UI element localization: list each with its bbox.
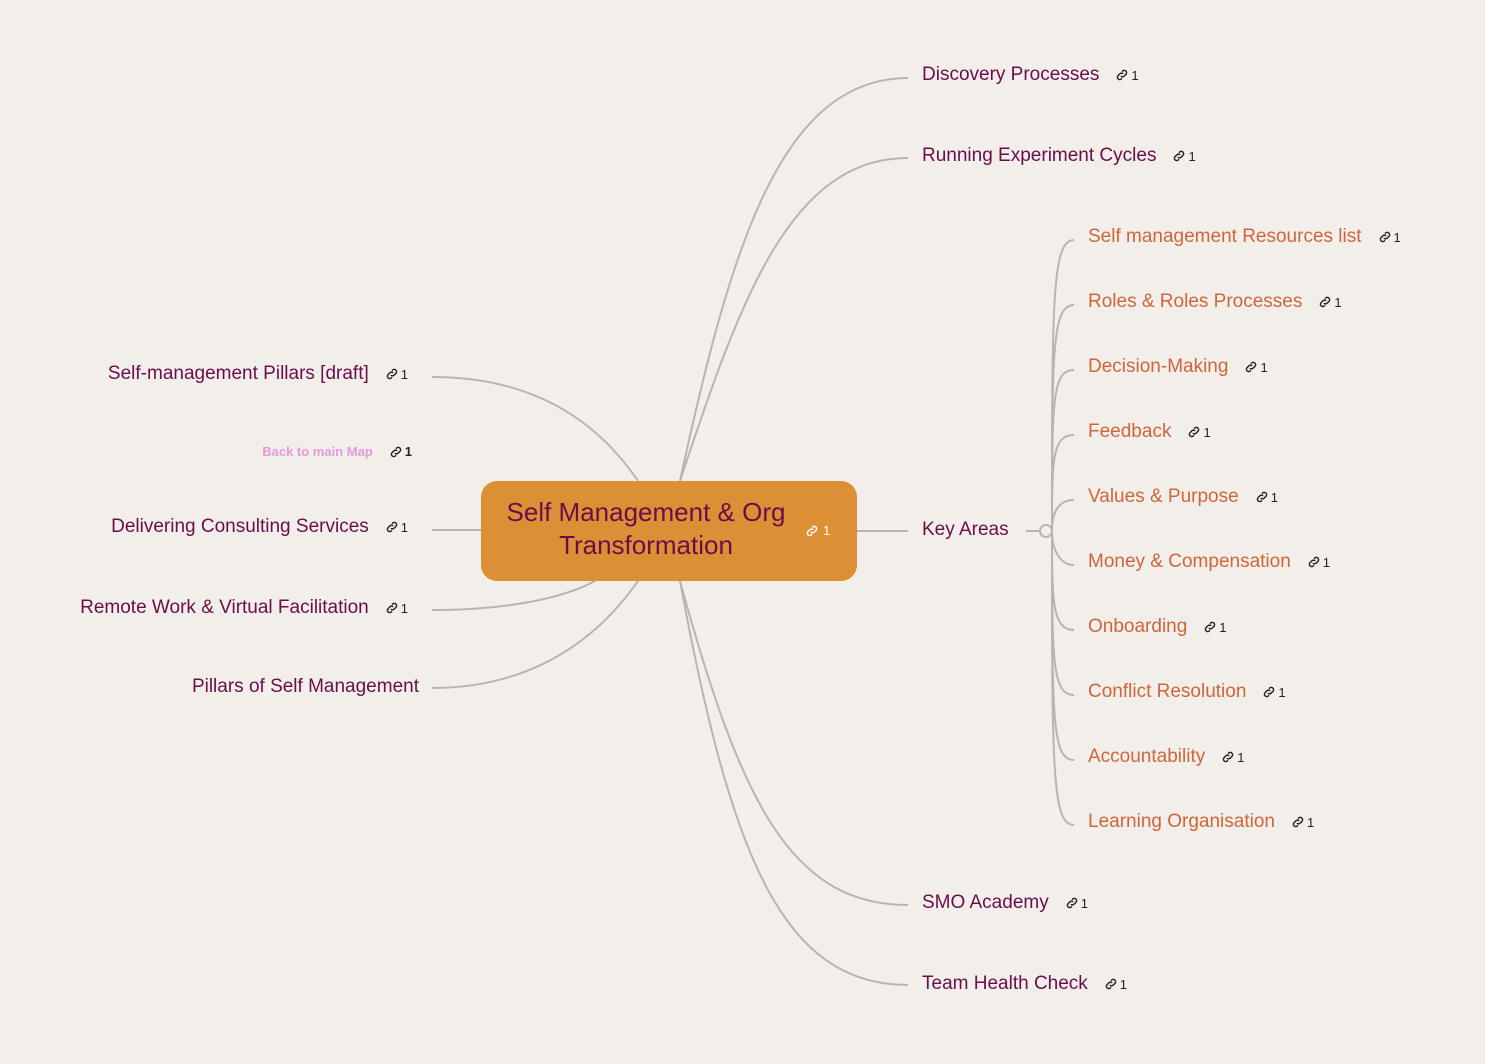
node-values-purpose[interactable]: Values & Purpose 1	[1088, 486, 1278, 507]
link-badge[interactable]: 1	[1291, 815, 1314, 830]
link-badge[interactable]: 1	[385, 367, 408, 382]
link-icon	[1222, 751, 1234, 763]
link-badge[interactable]: 1	[1262, 685, 1286, 700]
link-icon	[1066, 897, 1077, 909]
node-learning-organisation[interactable]: Learning Organisation 1	[1088, 811, 1315, 832]
link-badge[interactable]: 1	[1255, 490, 1278, 505]
node-discovery-processes[interactable]: Discovery Processes 1	[922, 64, 1139, 85]
link-badge[interactable]: 1	[389, 444, 412, 459]
node-accountability[interactable]: Accountability 1	[1088, 746, 1245, 767]
link-badge[interactable]: 1	[1318, 295, 1342, 310]
node-onboarding[interactable]: Onboarding 1	[1088, 616, 1227, 637]
link-icon	[1174, 150, 1185, 162]
link-badge[interactable]: 1	[1203, 620, 1227, 635]
link-badge[interactable]: 1	[1172, 149, 1196, 164]
link-icon	[1256, 491, 1267, 503]
node-money-compensation[interactable]: Money & Compensation 1	[1088, 551, 1331, 572]
link-badge[interactable]: 1	[1104, 977, 1127, 992]
link-badge[interactable]: 1	[385, 520, 408, 535]
link-icon	[1246, 361, 1257, 373]
link-badge[interactable]: 1	[385, 601, 408, 616]
link-icon	[1105, 978, 1117, 990]
node-team-health-check[interactable]: Team Health Check 1	[922, 973, 1128, 994]
link-badge[interactable]: 1	[1065, 896, 1088, 911]
link-badge[interactable]: 1	[1378, 230, 1401, 245]
link-icon	[1264, 686, 1275, 698]
node-pillars-of-self-management[interactable]: Pillars of Self Management	[191, 676, 419, 697]
node-delivering-consulting-services[interactable]: Delivering Consulting Services 1	[111, 516, 408, 537]
link-icon	[1292, 816, 1304, 828]
link-icon	[386, 602, 398, 614]
collapse-toggle	[1039, 524, 1053, 538]
link-badge[interactable]: 1	[1187, 425, 1211, 440]
link-icon	[806, 525, 818, 536]
link-icon	[1379, 231, 1390, 243]
link-badge[interactable]: 1	[1244, 360, 1268, 375]
link-icon	[386, 368, 398, 380]
node-key-areas[interactable]: Key Areas	[922, 519, 1009, 540]
node-roles-processes[interactable]: Roles & Roles Processes 1	[1088, 291, 1342, 312]
link-badge[interactable]: 1	[1115, 68, 1139, 83]
node-smo-academy[interactable]: SMO Academy 1	[922, 892, 1088, 913]
link-badge[interactable]: 1	[1221, 750, 1244, 765]
link-icon	[1189, 426, 1200, 438]
node-conflict-resolution[interactable]: Conflict Resolution 1	[1088, 681, 1286, 702]
node-remote-work-virtual-facilitation[interactable]: Remote Work & Virtual Facilitation 1	[80, 597, 408, 618]
link-icon	[1117, 69, 1128, 81]
link-icon	[1205, 621, 1216, 633]
link-badge[interactable]: 1	[1307, 555, 1330, 570]
root-node[interactable]: Self Management & Org Transformation 1	[481, 481, 857, 581]
node-back-to-main-map[interactable]: Back to main Map 1	[262, 444, 412, 459]
link-icon	[1320, 296, 1331, 308]
node-self-management-pillars-draft[interactable]: Self-management Pillars [draft] 1	[107, 363, 408, 384]
node-running-experiment-cycles[interactable]: Running Experiment Cycles 1	[922, 145, 1196, 166]
link-icon	[386, 521, 398, 533]
node-self-management-resources-list[interactable]: Self management Resources list 1	[1088, 226, 1401, 247]
node-decision-making[interactable]: Decision-Making 1	[1088, 356, 1268, 377]
link-icon	[390, 446, 402, 457]
node-feedback[interactable]: Feedback 1	[1088, 421, 1211, 442]
link-icon	[1308, 556, 1320, 568]
root-link-badge[interactable]: 1	[805, 523, 830, 538]
root-title: Self Management & Org Transformation	[506, 497, 786, 560]
